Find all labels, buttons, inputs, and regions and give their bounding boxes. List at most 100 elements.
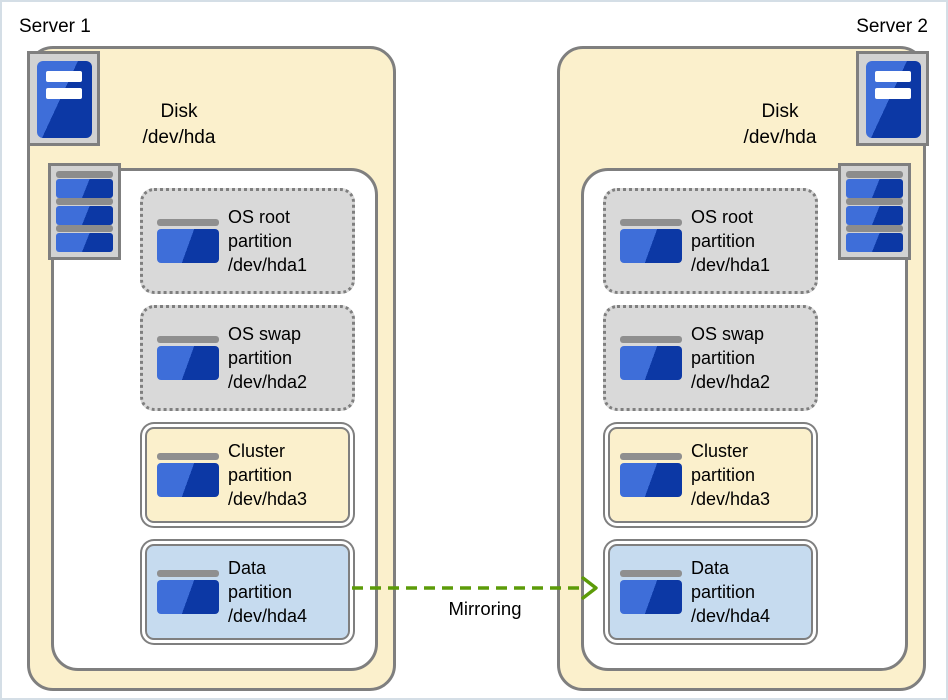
partition-icon-rect: [157, 229, 219, 263]
partition-text: Cluster partition /dev/hda3: [228, 439, 307, 511]
partition-line: /dev/hda2: [228, 372, 308, 392]
partition-icon-rect: [620, 346, 682, 380]
partition-icon-rect: [620, 580, 682, 614]
partition-row: OS swap partition /dev/hda2: [140, 305, 355, 411]
disk-stack-icon: [838, 163, 911, 260]
partition-line: partition: [228, 348, 293, 368]
stack-bar: [846, 198, 903, 206]
partition-os-swap: OS swap partition /dev/hda2: [140, 305, 355, 411]
partition-icon-rect: [157, 346, 219, 380]
stack-platter: [846, 205, 903, 225]
partition-line: /dev/hda2: [691, 372, 771, 392]
partition-row: OS root partition /dev/hda1: [140, 188, 355, 294]
partition-list: OS root partition /dev/hda1 OS swap part…: [603, 188, 818, 645]
partition-icon-bar: [157, 336, 219, 343]
partition-line: partition: [691, 348, 756, 368]
partition-icon: [157, 219, 219, 263]
partition-text: OS swap partition /dev/hda2: [691, 322, 770, 394]
disk-label-line2: /dev/hda: [142, 127, 216, 148]
disk-stack-icon: [48, 163, 121, 260]
disk-label-line1: Disk: [761, 101, 799, 122]
partition-line: Cluster: [228, 441, 286, 461]
disk-label-line1: Disk: [160, 101, 198, 122]
partition-data: Data partition /dev/hda4: [145, 544, 350, 640]
partition-line: /dev/hda1: [691, 255, 771, 275]
server-tower-body: [37, 61, 92, 138]
stack-platter: [56, 178, 113, 198]
partition-icon-rect: [157, 580, 219, 614]
partition-icon: [157, 570, 219, 614]
partition-icon-bar: [157, 570, 219, 577]
partition-icon-rect: [157, 463, 219, 497]
partition-line: partition: [691, 465, 756, 485]
partition-line: partition: [691, 582, 756, 602]
partition-icon-bar: [620, 453, 682, 460]
stack-bar: [846, 225, 903, 233]
partition-text: Data partition /dev/hda4: [691, 556, 770, 628]
partition-os-root: OS root partition /dev/hda1: [603, 188, 818, 294]
partition-icon: [157, 336, 219, 380]
partition-line: Data: [228, 558, 267, 578]
partition-line: /dev/hda3: [228, 489, 308, 509]
server1-box: Disk /dev/hda OS root par: [27, 46, 396, 691]
partition-icon-bar: [157, 453, 219, 460]
partition-line: Data: [691, 558, 730, 578]
partition-line: OS root: [228, 207, 291, 227]
partition-cluster: Cluster partition /dev/hda3: [608, 427, 813, 523]
server-tower-icon: [856, 51, 929, 146]
partition-icon-bar: [620, 219, 682, 226]
partition-line: OS root: [691, 207, 754, 227]
partition-row: Data partition /dev/hda4: [140, 539, 355, 645]
partition-os-root: OS root partition /dev/hda1: [140, 188, 355, 294]
partition-line: /dev/hda3: [691, 489, 771, 509]
partition-icon-bar: [620, 336, 682, 343]
disk-label-line2: /dev/hda: [743, 127, 817, 148]
tower-slot: [46, 88, 82, 99]
stack-bar: [56, 171, 113, 178]
partition-line: OS swap: [228, 324, 302, 344]
partition-icon-rect: [620, 463, 682, 497]
stack-bar: [846, 171, 903, 178]
mirroring-arrowhead: [581, 576, 598, 600]
partition-list: OS root partition /dev/hda1 OS swap part…: [140, 188, 355, 645]
partition-text: Cluster partition /dev/hda3: [691, 439, 770, 511]
server2-label: Server 2: [856, 16, 928, 37]
disk-label: Disk /dev/hda: [29, 99, 329, 151]
partition-line: partition: [691, 231, 756, 251]
partition-line: Cluster: [691, 441, 749, 461]
partition-text: Data partition /dev/hda4: [228, 556, 307, 628]
stack-platter: [56, 232, 113, 252]
partition-line: /dev/hda1: [228, 255, 308, 275]
mirroring-arrow: [352, 576, 598, 600]
partition-line: /dev/hda4: [691, 606, 771, 626]
partition-icon: [620, 219, 682, 263]
partition-icon-bar: [620, 570, 682, 577]
partition-row: Cluster partition /dev/hda3: [603, 422, 818, 528]
partition-line: /dev/hda4: [228, 606, 308, 626]
partition-text: OS swap partition /dev/hda2: [228, 322, 307, 394]
stack-platter: [846, 178, 903, 198]
stack-platter: [56, 205, 113, 225]
partition-line: partition: [228, 231, 293, 251]
server-tower-body: [866, 61, 921, 138]
stack-bar: [56, 198, 113, 206]
disk-label: Disk /dev/hda: [630, 99, 930, 151]
partition-line: partition: [228, 582, 293, 602]
partition-row: Cluster partition /dev/hda3: [140, 422, 355, 528]
stack-platter: [846, 232, 903, 252]
mirroring-label: Mirroring: [448, 598, 522, 619]
partition-os-swap: OS swap partition /dev/hda2: [603, 305, 818, 411]
partition-icon: [620, 336, 682, 380]
server2-box: Disk /dev/hda OS root par: [557, 46, 929, 691]
partition-line: partition: [228, 465, 293, 485]
partition-text: OS root partition /dev/hda1: [691, 205, 770, 277]
tower-slot: [46, 71, 82, 82]
partition-cluster: Cluster partition /dev/hda3: [145, 427, 350, 523]
partition-text: OS root partition /dev/hda1: [228, 205, 307, 277]
partition-icon: [620, 453, 682, 497]
tower-slot: [875, 88, 911, 99]
partition-icon: [157, 453, 219, 497]
server-tower-icon: [27, 51, 100, 146]
partition-row: OS swap partition /dev/hda2: [603, 305, 818, 411]
